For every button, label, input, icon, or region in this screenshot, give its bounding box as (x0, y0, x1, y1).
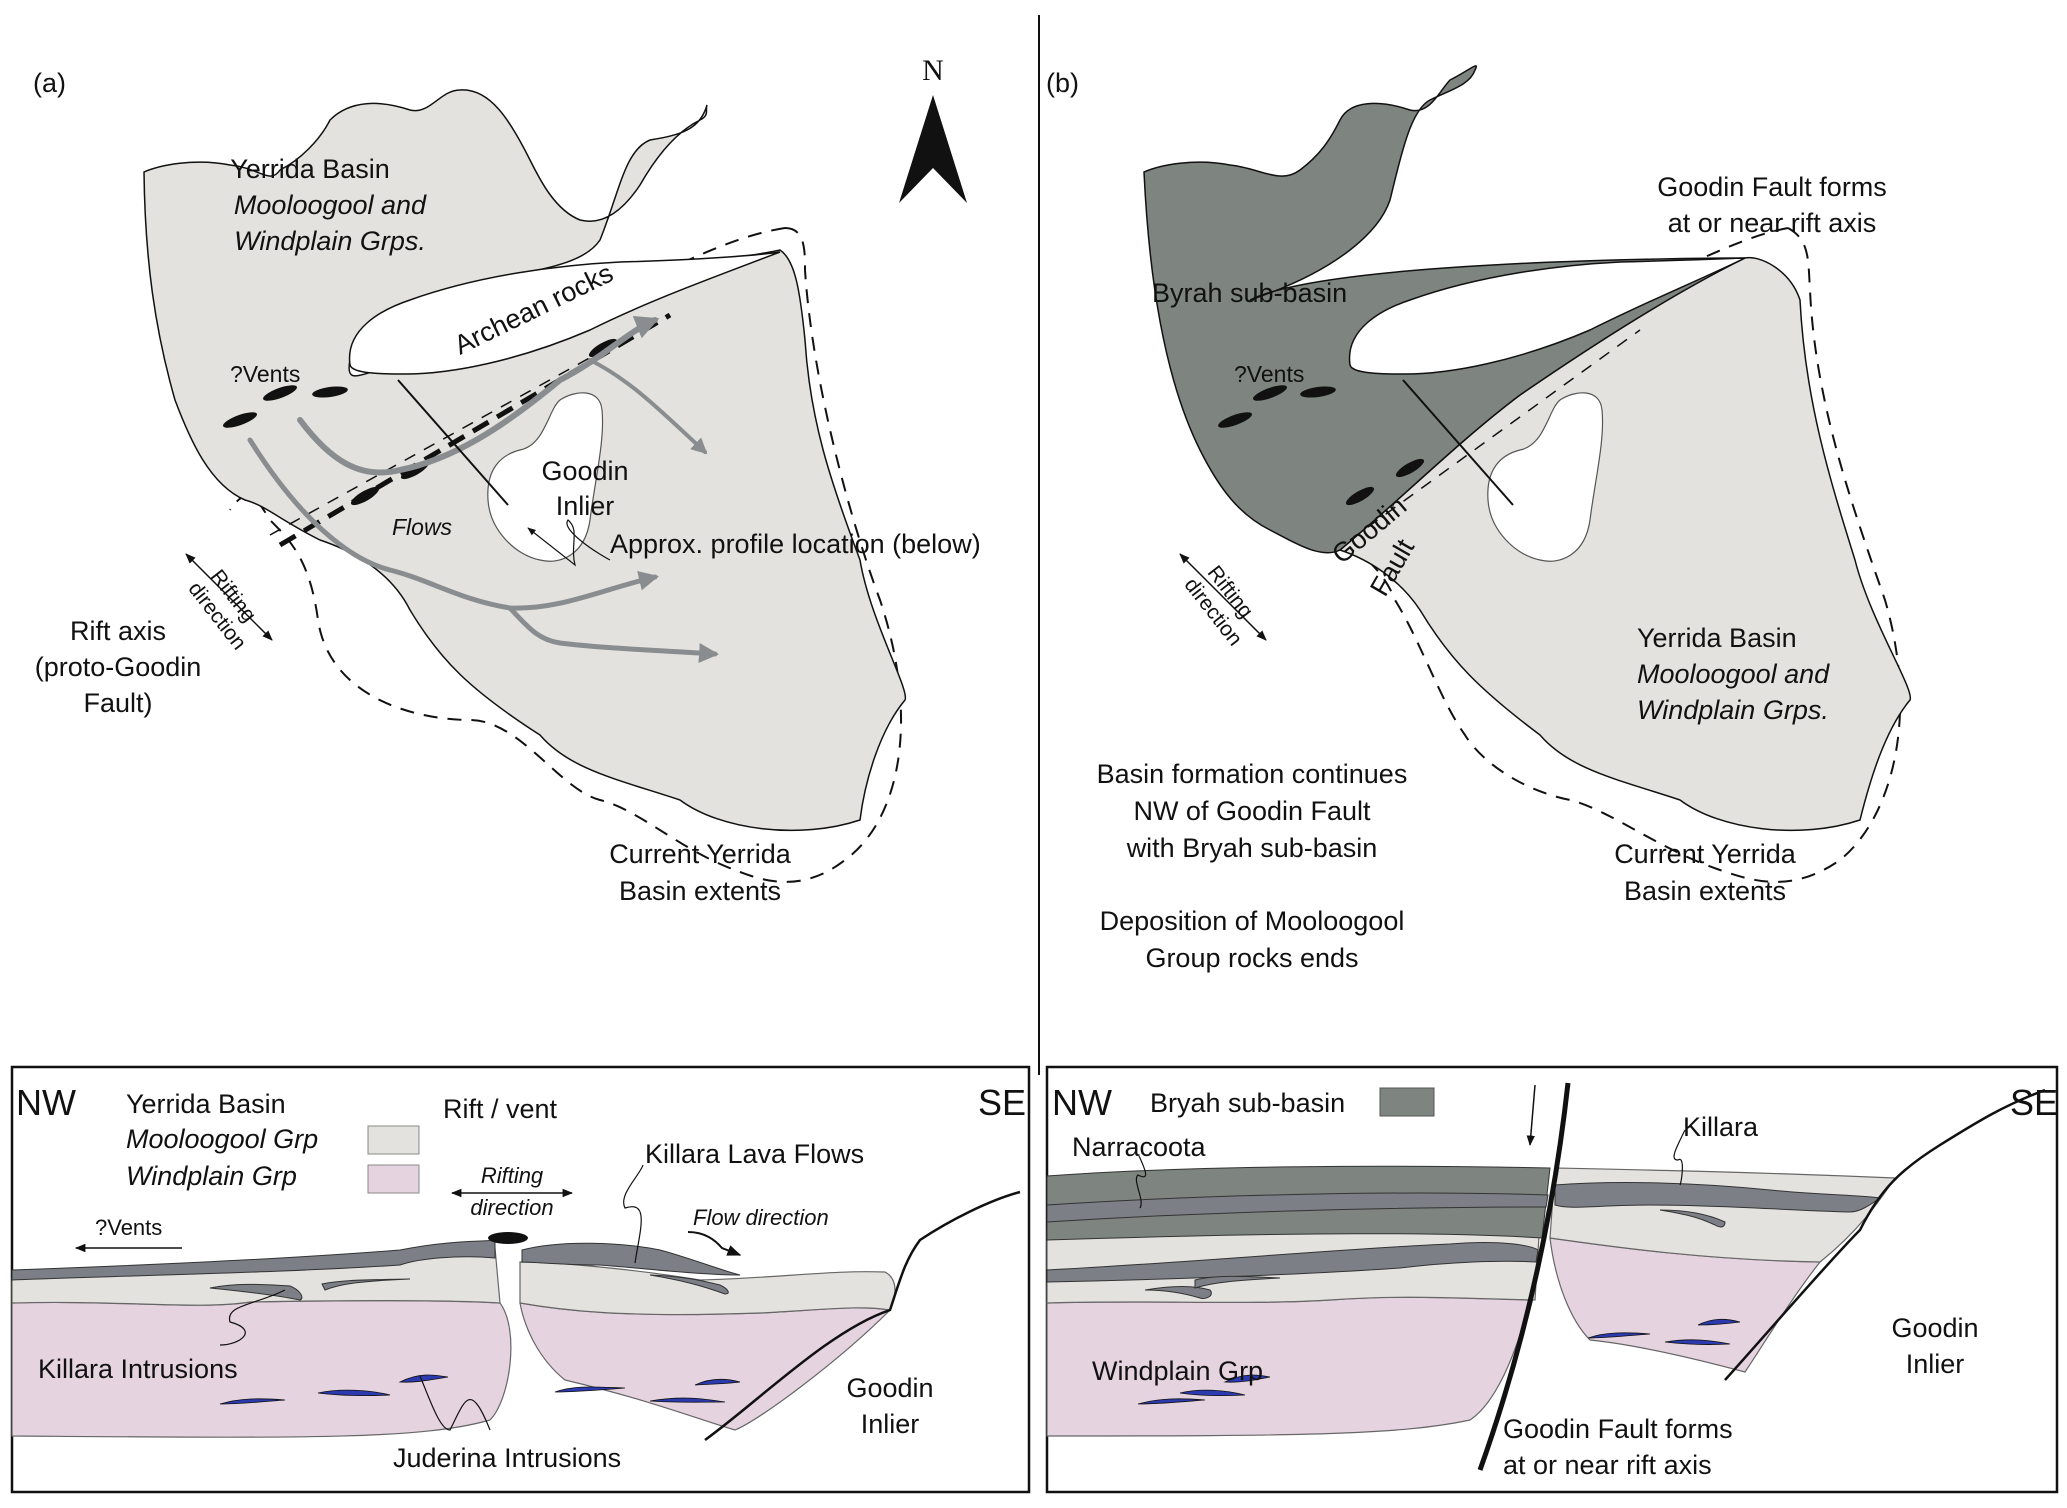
legend-title-yerrida: Yerrida Basin (126, 1089, 286, 1119)
narracoota-leader (1135, 1155, 1147, 1209)
panel-a-label: (a) (33, 68, 66, 98)
yerrida-groups-a-1: Mooloogool and (234, 190, 427, 220)
north-arrow-icon (899, 95, 967, 203)
rifting-label-section-a-1: Rifting (481, 1163, 544, 1188)
current-basin-extent-outline (229, 227, 902, 883)
juderina-intrusions-label: Juderina Intrusions (393, 1443, 621, 1473)
flow-direction-label: Flow direction (693, 1205, 829, 1230)
current-extents-a-2: Basin extents (619, 876, 781, 906)
goodin-inlier-label-section-a-2: Inlier (861, 1409, 920, 1439)
goodin-inlier-area (487, 392, 604, 562)
rifting-direction-arrow-a (185, 553, 273, 641)
windplain-label-b: Windplain Grp (1092, 1356, 1263, 1386)
yerrida-groups-b-1: Mooloogool and (1637, 659, 1830, 689)
se-label-a: SE (978, 1082, 1026, 1123)
rift-margin-line-b (1349, 329, 1641, 541)
archean-rocks-area (348, 251, 781, 375)
flow-arrows (247, 316, 719, 663)
goodin-inlier-label-a-1: Goodin (541, 456, 628, 486)
narracoota-layer (1046, 1192, 1549, 1223)
killara-lava-layer-a-right (521, 1242, 741, 1276)
goodin-inlier-boundary-b (1724, 1088, 2046, 1381)
juderina-intrusions-b (1137, 1318, 1741, 1405)
flows-label: Flows (392, 514, 453, 540)
current-extents-b-1: Current Yerrida (1614, 839, 1797, 869)
killara-intrusions-b (1144, 1209, 1726, 1299)
archean-rocks-area-b (1348, 257, 1746, 375)
rift-axis-label-3: Fault) (83, 688, 152, 718)
goodin-inlier-label-a-2: Inlier (556, 491, 615, 521)
legend-label-windplain: Windplain Grp (126, 1161, 297, 1191)
goodin-inlier-boundary-a (704, 1190, 1021, 1442)
rift-vent-symbol (488, 1232, 528, 1244)
fault-forms-label-section-b-1: Goodin Fault forms (1503, 1414, 1733, 1444)
panel-b-label: (b) (1046, 68, 1079, 98)
yerrida-basin-title-a: Yerrida Basin (230, 154, 390, 184)
killara-intrusions-leader (219, 1289, 286, 1346)
north-label: N (922, 54, 944, 87)
legend-swatch-bryah (1379, 1087, 1435, 1117)
fault-forms-label-b-2: at or near rift axis (1668, 208, 1877, 238)
current-extents-b-2: Basin extents (1624, 876, 1786, 906)
se-label-b: SE (2010, 1082, 2058, 1123)
goodin-inlier-label-section-b-2: Inlier (1906, 1349, 1965, 1379)
yerrida-groups-a-2: Windplain Grps. (234, 226, 426, 256)
vents-label-a: ?Vents (230, 361, 300, 387)
legend-label-bryah: Bryah sub-basin (1150, 1088, 1345, 1118)
killara-lava-flows-label: Killara Lava Flows (645, 1139, 864, 1169)
goodin-inlier-area-b (1487, 392, 1604, 562)
cross-section-a: NW SE Yerrida Basin Mooloogool Grp Windp… (10, 1065, 1031, 1494)
nw-label-b: NW (1052, 1082, 1112, 1123)
profile-location-label: Approx. profile location (below) (610, 529, 981, 559)
profile-location-line-b (1402, 379, 1514, 506)
flow-direction-arrow (687, 1231, 742, 1256)
rift-axis-label-2: (proto-Goodin (35, 652, 202, 682)
profile-leader (527, 519, 611, 567)
profile-location-line (397, 379, 509, 506)
legend-swatch-mooloogool (367, 1125, 420, 1155)
narracoota-label: Narracoota (1072, 1132, 1207, 1162)
rifting-direction-arrow-b (1179, 553, 1267, 641)
deposition-label-1: Deposition of Mooloogool (1100, 906, 1405, 936)
killara-layer-b-se (1554, 1182, 1882, 1213)
rifting-label-section-a-2: direction (470, 1195, 553, 1220)
current-extent-north-edge-b (1664, 227, 1789, 276)
basin-formation-label-1: Basin formation continues (1097, 759, 1408, 789)
bryah-sub-basin-label: Byrah sub-basin (1152, 278, 1347, 308)
yerrida-groups-b-2: Windplain Grps. (1637, 695, 1829, 725)
legend-swatch-windplain (367, 1164, 420, 1194)
rift-margin-line (269, 329, 641, 536)
rift-vent-label: Rift / vent (443, 1094, 558, 1124)
killara-intrusions-a (209, 1274, 729, 1301)
panel-a-map: (a) N (33, 54, 981, 906)
current-basin-extent-outline-b (1259, 227, 1902, 883)
killara-label-b: Killara (1683, 1112, 1759, 1142)
deposition-label-2: Group rocks ends (1145, 943, 1358, 973)
juderina-leader (419, 1375, 491, 1431)
killara-leader-b (1673, 1129, 1686, 1186)
nw-label-a: NW (16, 1082, 76, 1123)
vent-symbols-b (1217, 385, 1425, 506)
current-extents-a-1: Current Yerrida (609, 839, 792, 869)
vents-label-b: ?Vents (1234, 361, 1304, 387)
killara-intrusions-label: Killara Intrusions (38, 1354, 238, 1384)
basin-formation-label-2: NW of Goodin Fault (1133, 796, 1371, 826)
goodin-fault-line (1477, 1082, 1571, 1471)
killara-lava-leader (623, 1164, 644, 1264)
cross-section-b: NW SE Bryah sub-basin Narracoota Killara… (1045, 1065, 2059, 1494)
goodin-inlier-label-section-b-1: Goodin (1891, 1313, 1978, 1343)
fault-forms-label-b-1: Goodin Fault forms (1657, 172, 1887, 202)
panel-b-map: (b) Byrah sub-basin ?Vents Goodin Fault … (1046, 65, 1912, 973)
goodin-inlier-label-section-a-1: Goodin (846, 1373, 933, 1403)
rift-axis-label-1: Rift axis (70, 616, 166, 646)
juderina-intrusions-a (219, 1374, 741, 1405)
basin-formation-label-3: with Bryah sub-basin (1126, 833, 1378, 863)
legend-label-mooloogool: Mooloogool Grp (126, 1124, 318, 1154)
fault-movement-arrow (1526, 1084, 1536, 1147)
fault-forms-label-section-b-2: at or near rift axis (1503, 1450, 1712, 1480)
yerrida-basin-title-b: Yerrida Basin (1637, 623, 1797, 653)
vents-label-section-a: ?Vents (95, 1215, 162, 1240)
killara-lava-layer-a (11, 1239, 496, 1281)
